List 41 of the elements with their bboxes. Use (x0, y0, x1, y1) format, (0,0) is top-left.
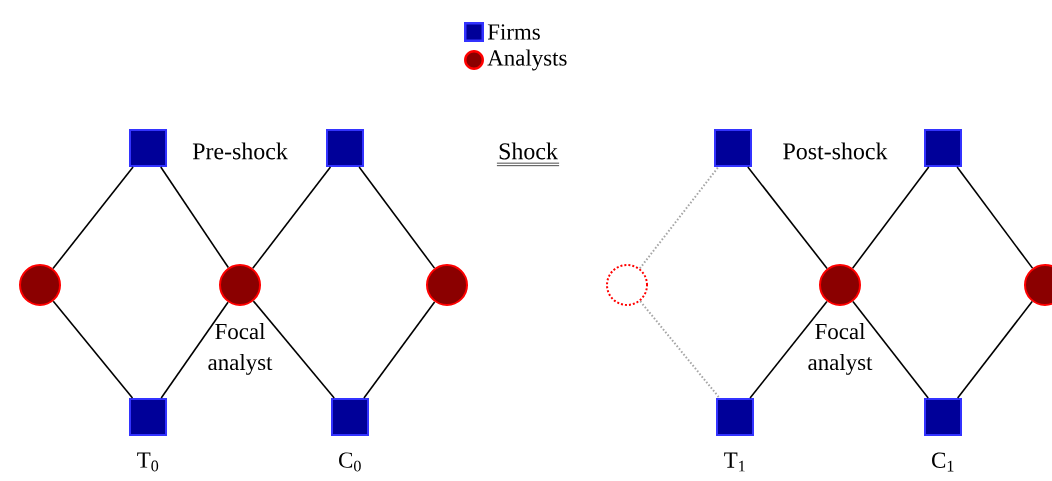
connector-line (159, 166, 230, 269)
connector-line (363, 301, 436, 399)
connector-line (160, 301, 229, 399)
analyst-circle (219, 264, 261, 306)
legend-label: Firms (487, 24, 540, 40)
analyst-circle (426, 264, 468, 306)
connector-line (358, 166, 436, 269)
panel-heading: Post-shock (783, 142, 888, 160)
connector-line (956, 300, 1033, 399)
connector-line (252, 166, 332, 270)
connector-line (956, 166, 1034, 269)
node-caption: C$_{1}$ (932, 452, 954, 472)
firm-square (924, 129, 962, 167)
firm-square (716, 398, 754, 436)
firm-square (714, 129, 752, 167)
node-caption: Focal analyst (208, 323, 273, 375)
connector-line (52, 166, 134, 270)
analyst-circle (1024, 264, 1052, 306)
connector-line (851, 166, 930, 269)
analyst-circle (819, 264, 861, 306)
connector-line (747, 166, 828, 270)
firm-square (326, 129, 364, 167)
firm-square (129, 398, 167, 436)
connector-line (852, 300, 929, 399)
analyst-circle (19, 264, 61, 306)
firm-square (129, 129, 167, 167)
node-caption: Focal analyst (808, 323, 873, 375)
underlined-heading: Shock (496, 142, 560, 166)
firm-square (331, 398, 369, 436)
connector-line (639, 300, 721, 399)
connector-line (52, 300, 134, 399)
legend-label: Analysts (487, 49, 567, 71)
dotted-circle (606, 264, 648, 306)
node-caption: T$_{0}$ (137, 452, 159, 472)
connector-line (638, 166, 720, 270)
node-caption: T$_{1}$ (724, 452, 745, 472)
connector-line (252, 300, 335, 399)
node-caption: C$_{0}$ (339, 452, 361, 472)
connector-line (749, 300, 828, 399)
firm-square (924, 398, 962, 436)
panel-heading: Pre-shock (192, 142, 288, 160)
